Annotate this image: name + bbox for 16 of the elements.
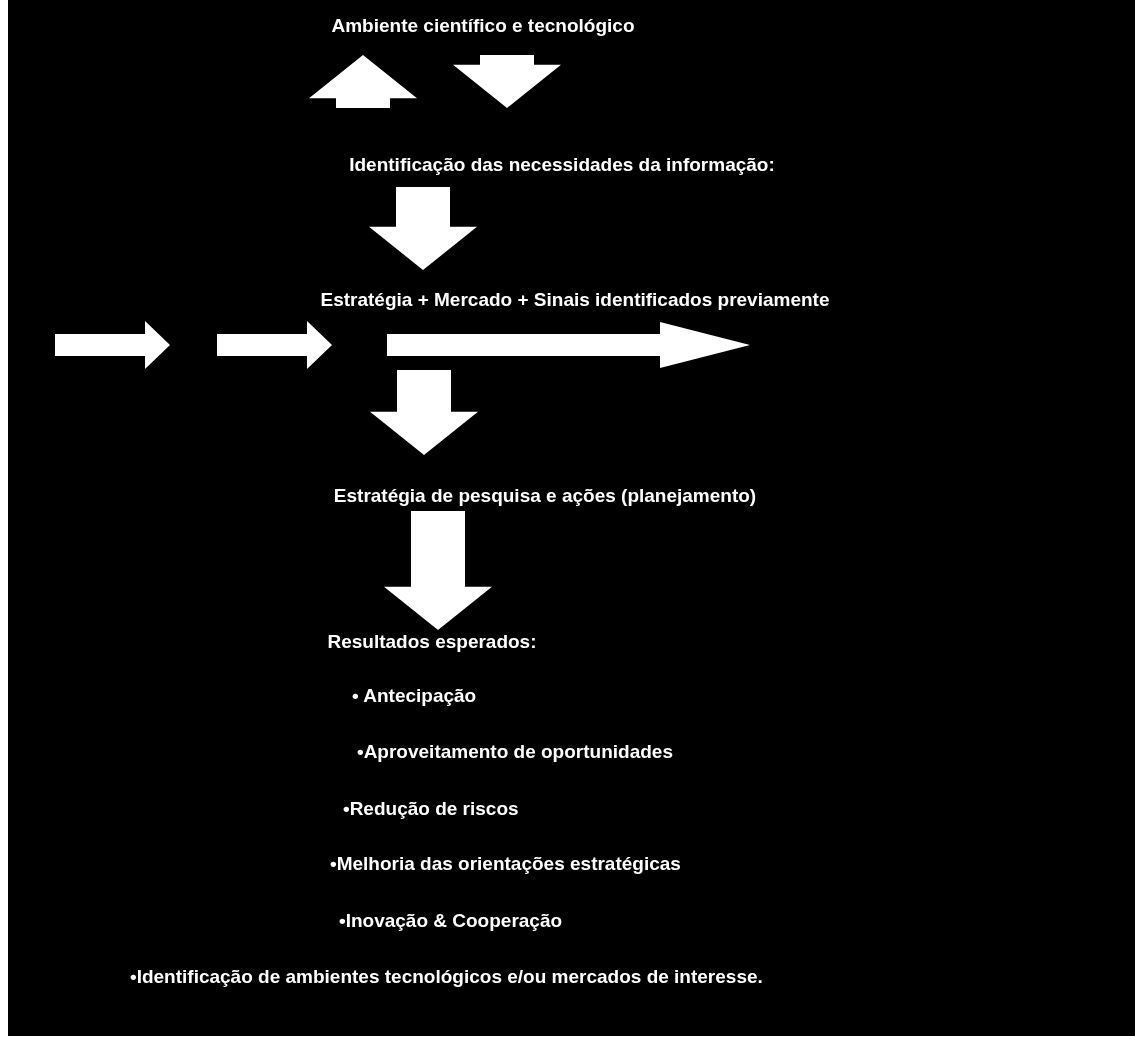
bullet-item: •Identificação de ambientes tecnológicos e/ou mercados de interesse. [130,965,763,989]
block-arrow [384,511,492,630]
block-arrow [369,187,477,270]
bullet-item: •Aproveitamento de oportunidades [357,740,673,764]
block-arrow [453,55,561,108]
bullet-item: •Redução de riscos [343,797,519,821]
block-arrow [370,370,478,455]
bullet-item: • Antecipação [352,684,477,708]
node-label: Estratégia + Mercado + Sinais identificados previamente [319,288,831,312]
node-label: Identificação das necessidades da informação: [348,153,776,177]
node-label: Estratégia de pesquisa e ações (planejamento) [332,484,758,508]
bullet-item: •Melhoria das orientações estratégicas [330,852,681,876]
node-label: Ambiente científico e tecnológico [330,14,636,38]
node-label: Resultados esperados: [326,630,538,654]
bullet-item: •Inovação & Cooperação [339,909,563,933]
block-arrow [309,55,417,108]
